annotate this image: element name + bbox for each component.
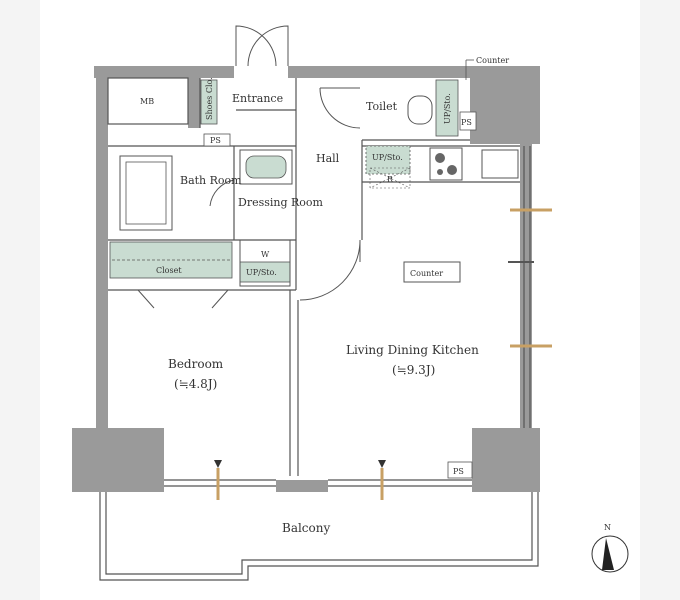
label-entrance: Entrance [232, 92, 283, 105]
closet-door-b [211, 289, 229, 309]
label-counter-mid: Counter [410, 269, 443, 278]
toilet-bowl [407, 95, 433, 125]
wall-right [520, 66, 532, 430]
label-ps-bottom: PS [453, 467, 464, 476]
north-arrow: N [591, 523, 629, 573]
window-markers [214, 208, 552, 500]
wall-bottom-mid [276, 480, 328, 492]
label-dressing: Dressing Room [238, 196, 324, 209]
room-labels: MB Shoes Clo. Entrance Toilet UP/Sto. Co… [140, 56, 509, 535]
counter-box [403, 261, 461, 283]
doors [137, 25, 361, 309]
corner-bottom-right [472, 428, 540, 492]
toilet-storage [435, 79, 459, 137]
wall-top-left [94, 66, 234, 78]
label-hall: Hall [316, 152, 340, 165]
burner-a [435, 153, 445, 163]
toilet-door [319, 87, 361, 129]
label-ldk: Living Dining Kitchen [346, 343, 479, 357]
closet [109, 241, 233, 279]
kitchen-storage [365, 145, 411, 175]
label-up-sto-toilet: UP/Sto. [443, 93, 452, 124]
compass-needle [602, 538, 614, 570]
mb-box [107, 77, 189, 125]
kitchen-sink [481, 149, 519, 179]
stove [429, 147, 463, 181]
burner-c [437, 169, 443, 175]
label-bedroom: Bedroom [168, 357, 224, 371]
washer-pan [239, 239, 291, 287]
label-ps-top: PS [461, 118, 472, 127]
washbasin-bowl [245, 155, 287, 179]
entrance-door [235, 25, 277, 67]
walls [72, 66, 540, 492]
label-bath: Bath Room [180, 174, 242, 187]
marker-ldk [378, 460, 386, 468]
corner-top-right [470, 66, 540, 144]
r-mark-box [369, 167, 411, 189]
compass-n: N [604, 523, 611, 532]
ps-top-box [459, 111, 477, 131]
ps-entry-box [203, 133, 231, 147]
bath-door [209, 179, 235, 207]
label-r: R [387, 175, 394, 184]
marker-bedroom [214, 460, 222, 468]
label-counter-top: Counter [476, 56, 509, 65]
label-up-sto-w: UP/Sto. [246, 268, 277, 277]
label-ldk-size: (≒9.3J) [392, 363, 435, 377]
compass-circle [591, 535, 629, 573]
burner-b [447, 165, 457, 175]
label-mb: MB [140, 97, 154, 106]
balcony-outline-inner [105, 492, 533, 575]
label-toilet: Toilet [366, 100, 398, 113]
fixtures [109, 59, 519, 479]
label-ps-entry: PS [210, 136, 221, 145]
entrance-door-2 [247, 25, 289, 67]
shoes-closet [200, 79, 218, 125]
label-up-sto-kitchen: UP/Sto. [372, 153, 403, 162]
bathtub-inner [125, 161, 167, 225]
balcony-outline [99, 492, 539, 581]
bathtub [119, 155, 173, 231]
ps-bottom-box [447, 461, 473, 479]
label-bedroom-size: (≒4.8J) [174, 377, 217, 391]
label-closet: Closet [156, 266, 182, 275]
label-balcony: Balcony [282, 521, 330, 535]
closet-door-a [137, 289, 155, 309]
label-shoes: Shoes Clo. [205, 77, 214, 120]
mb-wall-right [188, 78, 200, 128]
wall-left [96, 66, 108, 430]
label-w: W [261, 250, 270, 259]
hall-door [299, 239, 361, 301]
corner-bottom-left [72, 428, 164, 492]
